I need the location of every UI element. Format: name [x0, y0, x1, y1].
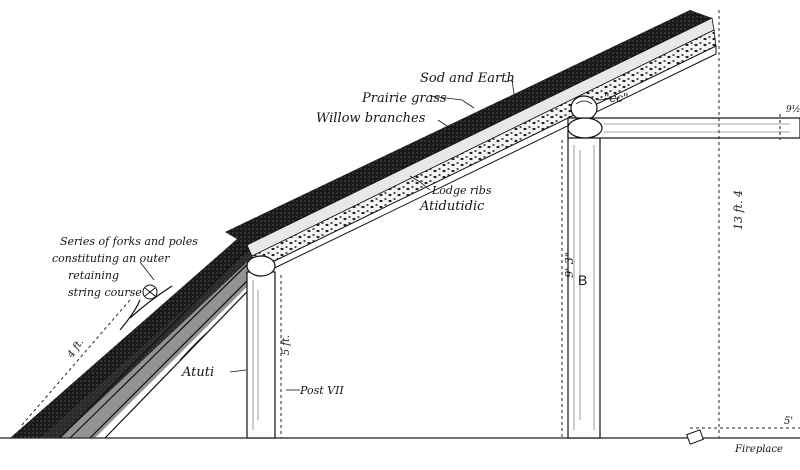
- dim-label-fireplace-5: 5': [784, 416, 793, 427]
- post-vii: [246, 271, 276, 439]
- dim-label-13ft4: 13 ft. 4: [732, 190, 745, 230]
- post-vii-top: [246, 255, 276, 277]
- label-forks-line3: retaining: [68, 269, 119, 282]
- label-forks-line4: string course: [68, 286, 142, 299]
- label-b: B: [578, 272, 587, 288]
- leader-lines: [139, 79, 621, 391]
- dim-label-4ft: 4 ft.: [65, 337, 86, 361]
- forks-and-poles: [142, 284, 158, 300]
- label-forks-line2: constituting an outer: [52, 252, 170, 265]
- fireplace-marker: [686, 429, 704, 445]
- label-lodge-ribs: Lodge ribs: [431, 184, 492, 197]
- roof-willow-branches: [251, 29, 717, 271]
- roof-sod-and-earth: [225, 10, 712, 245]
- label-sod-and-earth: Sod and Earth: [420, 71, 515, 86]
- label-post-vii: Post VII: [299, 384, 344, 397]
- dim-label-beam-9in: 9½: [786, 104, 800, 115]
- dim-label-5ft: 5 ft.: [281, 335, 292, 355]
- atuti-poles: [59, 245, 273, 439]
- cc-log: [570, 95, 598, 121]
- label-prairie-grass: Prairie grass: [361, 91, 447, 106]
- dim-label-9ft3: 9' 3": [563, 252, 576, 278]
- label-forks-line1: Series of forks and poles: [60, 235, 198, 248]
- label-willow-branches: Willow branches: [316, 111, 426, 126]
- label-fireplace: Fireplace: [734, 444, 783, 455]
- label-atuti: Atuti: [181, 365, 214, 380]
- outer-sod-slope: [10, 232, 262, 438]
- label-cc: "cc": [604, 91, 628, 105]
- label-atidutidic: Atidutidic: [419, 199, 485, 214]
- beam-end: [567, 117, 603, 139]
- horizontal-beam: [567, 117, 800, 139]
